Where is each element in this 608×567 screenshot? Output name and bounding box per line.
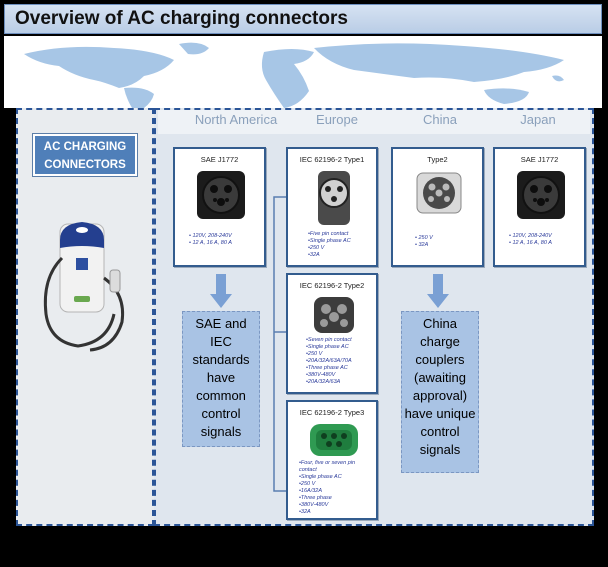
region-japan: Japan <box>520 112 556 127</box>
spec-line: •250 V <box>308 245 325 251</box>
spec-line: •Five pin contact <box>308 231 349 237</box>
spec-line: •32A <box>308 252 320 258</box>
spec-line: • 12 A, 16 A, 80 A <box>509 240 552 246</box>
card-title: IEC 62196-2 Type2 <box>299 281 365 290</box>
card-specs: •Five pin contact •Single phase AC •250 … <box>308 231 351 259</box>
left-panel <box>16 108 154 526</box>
world-map-image <box>4 36 602 108</box>
region-china: China <box>423 112 457 127</box>
ac-label-line1: AC CHARGING <box>43 141 127 153</box>
spec-line: •20A/32A/63A <box>306 379 341 385</box>
card-europe-type3: IEC 62196-2 Type3 •Four, five or seven p… <box>286 400 378 520</box>
type3-connector-image <box>310 424 358 456</box>
card-title: Type2 <box>427 155 448 164</box>
spec-line: •380V-480V <box>306 372 336 378</box>
spec-line: •250 V <box>299 481 316 487</box>
card-specs: •Four, five or seven pin contact •Single… <box>299 460 355 516</box>
spec-line: •Single phase AC <box>308 238 351 244</box>
region-header-band <box>158 110 590 134</box>
title-bar: Overview of AC charging connectors <box>4 4 602 34</box>
spec-line: •32A <box>299 509 311 515</box>
spec-line: • 120V, 208-240V <box>189 233 232 239</box>
card-title: SAE J1772 <box>520 155 559 164</box>
spec-line: •Seven pin contact <box>306 337 352 343</box>
china-type2-connector-image <box>416 172 462 214</box>
j1772-connector-image <box>517 171 565 219</box>
card-title: IEC 62196-2 Type1 <box>299 155 365 164</box>
arrow-down-icon <box>210 274 232 308</box>
spec-line: •16A/32A <box>299 488 323 494</box>
card-specs: • 120V, 208-240V • 12 A, 16 A, 80 A <box>509 233 552 247</box>
card-china: Type2 • 250 V • 32A <box>391 147 484 267</box>
wall-charger-image <box>43 222 125 352</box>
spec-line: •Three phase <box>299 495 332 501</box>
card-specs: • 120V, 208-240V • 12 A, 16 A, 80 A <box>189 233 232 247</box>
card-title: IEC 62196-2 Type3 <box>299 408 365 417</box>
type1-connector-image <box>318 171 350 225</box>
spec-line: •Three phase AC <box>306 365 348 371</box>
region-europe: Europe <box>316 112 358 127</box>
ac-charging-connectors-label: AC CHARGING CONNECTORS <box>33 134 137 176</box>
j1772-connector-image <box>197 171 245 219</box>
card-europe-type2: IEC 62196-2 Type2 •Seven pin contact •Si… <box>286 273 378 394</box>
card-europe-type1: IEC 62196-2 Type1 •Five pin contact •Sin… <box>286 147 378 267</box>
spec-line: •20A/32A/63A/70A <box>306 358 352 364</box>
card-north-america: SAE J1772 • 120V, 208-240V • 12 A, 16 A,… <box>173 147 266 267</box>
world-map <box>4 36 602 108</box>
card-japan: SAE J1772 • 120V, 208-240V • 12 A, 16 A,… <box>493 147 586 267</box>
arrow-down-icon <box>427 274 449 308</box>
spec-line: • 12 A, 16 A, 80 A <box>189 240 232 246</box>
card-specs: • 250 V • 32A <box>415 235 433 249</box>
spec-line: • 120V, 208-240V <box>509 233 552 239</box>
type2-connector-image <box>314 297 354 333</box>
page-title: Overview of AC charging connectors <box>15 8 348 29</box>
ac-label-line2: CONNECTORS <box>44 159 126 171</box>
china-note: China charge couplers (awaiting approval… <box>401 311 479 473</box>
spec-line: contact <box>299 467 317 473</box>
card-specs: •Seven pin contact •Single phase AC •250… <box>306 337 352 386</box>
sae-iec-note: SAE and IEC standards have common contro… <box>182 311 260 447</box>
spec-line: •Single phase AC <box>306 344 349 350</box>
spec-line: •Four, five or seven pin <box>299 460 356 466</box>
europe-bracket <box>273 196 286 492</box>
spec-line: •380V-480V <box>299 502 329 508</box>
spec-line: •250 V <box>306 351 323 357</box>
region-north-america: North America <box>194 112 278 127</box>
spec-line: • 32A <box>415 242 429 248</box>
spec-line: • 250 V <box>415 235 433 241</box>
card-title: SAE J1772 <box>200 155 239 164</box>
spec-line: •Single phase AC <box>299 474 342 480</box>
